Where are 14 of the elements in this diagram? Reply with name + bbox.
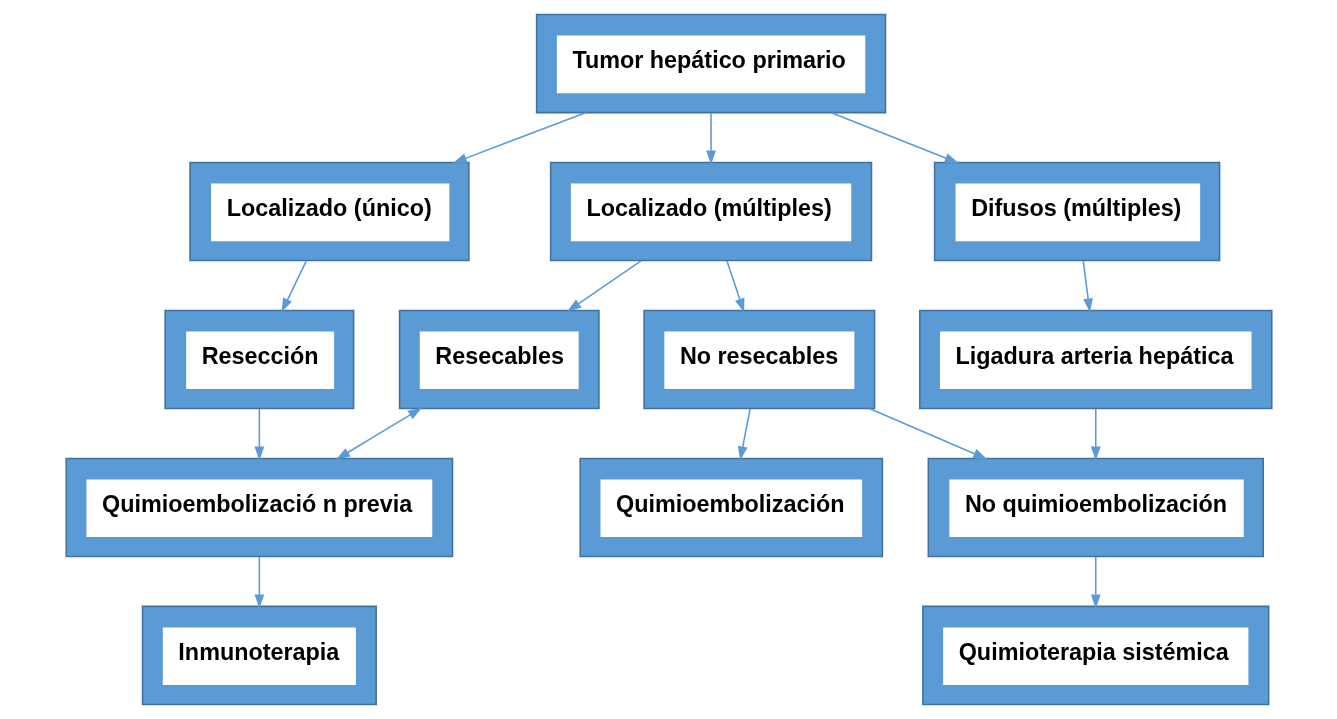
arrow bbox=[452, 111, 586, 164]
arrow bbox=[1090, 408, 1101, 461]
arrow bbox=[725, 260, 744, 313]
arrow bbox=[1090, 556, 1101, 609]
arrow bbox=[253, 408, 264, 461]
arrow bbox=[335, 407, 422, 460]
arrow bbox=[566, 260, 642, 312]
arrow bbox=[280, 260, 307, 313]
arrow bbox=[737, 408, 751, 461]
arrow bbox=[1081, 260, 1093, 313]
arrow bbox=[705, 112, 716, 165]
arrow bbox=[830, 111, 959, 164]
arrow bbox=[868, 407, 987, 460]
arrow bbox=[253, 556, 264, 609]
